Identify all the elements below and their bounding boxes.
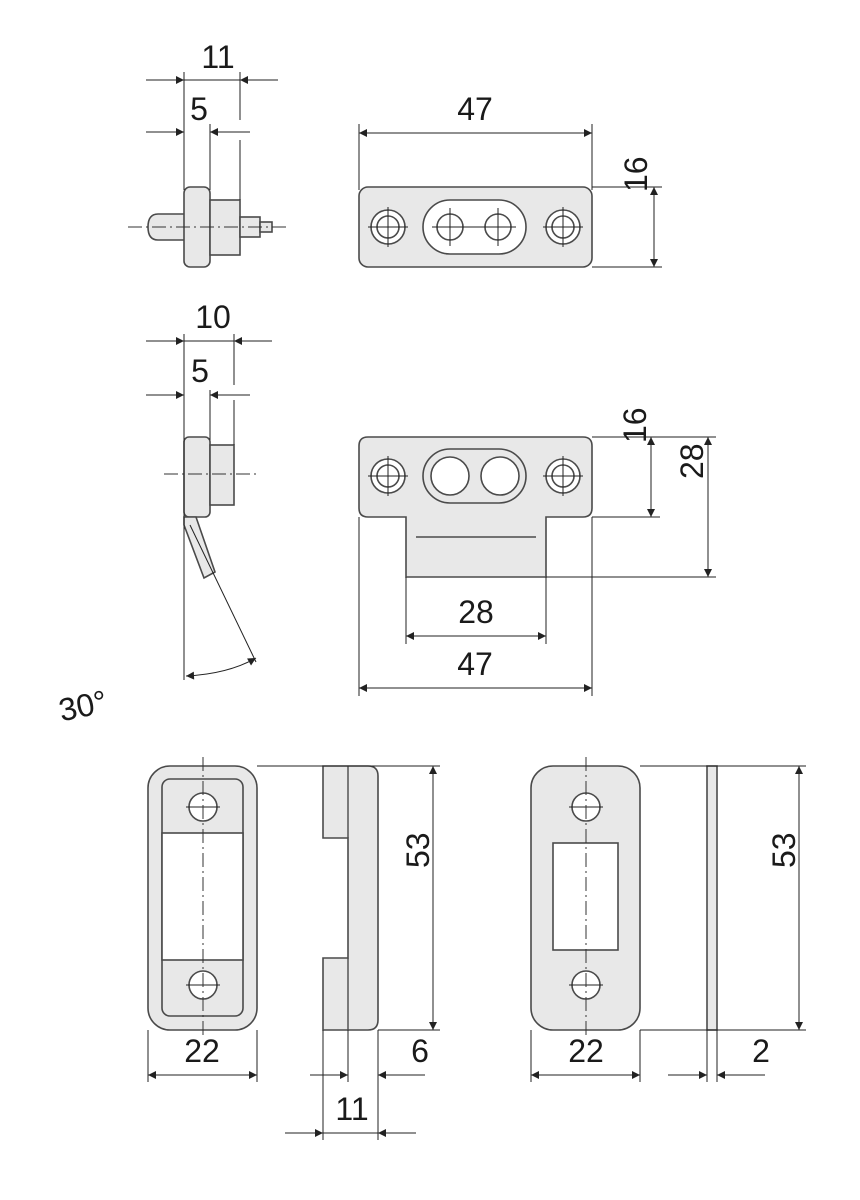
dim-striker-front-width: 47 (457, 91, 493, 127)
dim-box-keeper-width: 22 (184, 1033, 220, 1069)
dim-box-keeper-depth: 6 (411, 1033, 429, 1069)
angled-front-view: 16 28 28 47 (358, 407, 716, 696)
dim-striker-front-height: 16 (618, 156, 654, 192)
dim-flat-plate-thickness: 2 (752, 1033, 770, 1069)
dim-angled-plate-height: 16 (617, 407, 653, 443)
flat-plate-side (706, 765, 718, 1031)
dim-angled-total-height: 28 (674, 443, 710, 479)
striker-side-view: 11 5 (128, 39, 286, 268)
flat-plate-front-view: 22 (530, 757, 641, 1082)
box-keeper-side (322, 765, 379, 1031)
angled-plate-side (183, 436, 211, 518)
striker-front-view: 47 16 (358, 91, 662, 268)
box-keeper-side-view: 53 6 11 (257, 765, 440, 1140)
dim-angled-side-pin: 5 (191, 353, 209, 389)
flat-plate-side-view: 53 2 (640, 765, 806, 1082)
dim-angled-front-width: 47 (457, 646, 493, 682)
dim-striker-side-total: 11 (201, 39, 234, 75)
dim-angled-tab-width: 28 (458, 594, 494, 630)
dim-flat-plate-width: 22 (568, 1033, 604, 1069)
dim-angled-side-total: 10 (195, 299, 231, 335)
box-keeper-front-view: 22 (147, 757, 258, 1082)
dim-flat-plate-height: 53 (766, 832, 802, 868)
dim-angle: 30° (55, 683, 110, 728)
dim-striker-side-pin: 5 (190, 91, 208, 127)
angled-side-view: 10 5 30° (55, 299, 272, 728)
dim-box-keeper-total-depth: 11 (335, 1091, 368, 1127)
dim-box-keeper-height: 53 (400, 832, 436, 868)
angled-body-side (209, 444, 235, 506)
angled-tab-side (183, 516, 216, 580)
